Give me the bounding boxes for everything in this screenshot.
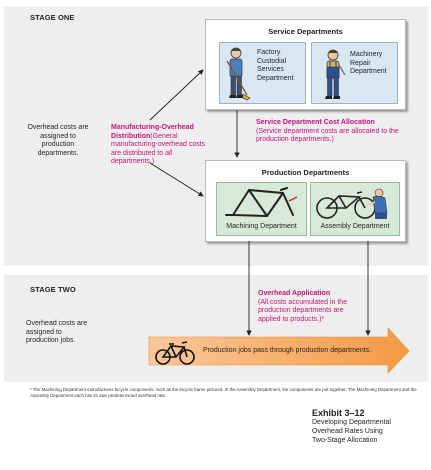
exhibit-caption: Exhibit 3–12 Developing Departmental Ove… [312, 409, 391, 445]
mfg-overhead-distribution: Manufacturing-Overhead Distribution(Gene… [111, 124, 207, 167]
assembly-department: Assembly Department [310, 182, 400, 236]
machining-department-label: Machining Department [226, 223, 297, 230]
overhead-application: Overhead Application (All costs accumula… [258, 290, 366, 324]
assembly-department-label: Assembly Department [320, 223, 390, 230]
stage-two-description: Overhead costs are assigned to productio… [26, 320, 88, 344]
bicycle-frame-icon [225, 187, 298, 217]
overhead-application-heading: Overhead Application [258, 290, 331, 297]
bicycle-icon [155, 341, 195, 365]
exhibit-caption-line-1: Developing Departmental [312, 419, 391, 426]
stage-two-label: STAGE TWO [30, 285, 76, 294]
production-departments-box: Production Departments Machining Departm… [205, 160, 406, 242]
custodian-icon [226, 47, 251, 101]
production-jobs-arrow-label: Production jobs pass through production … [203, 347, 372, 354]
mfg-overhead-body-pre: (General manufacturing-overhead costs ar… [111, 132, 206, 157]
repair-department-label: Machinery Repair Department [350, 51, 387, 75]
exhibit-caption-line-3: Two-Stage Allocation [312, 437, 378, 444]
production-departments-title: Production Departments [261, 168, 350, 177]
service-departments-box: Service Departments Factory Custodial Se… [205, 19, 406, 110]
stage-one-description: Overhead costs are assigned to productio… [27, 124, 89, 157]
production-jobs-arrow [148, 327, 410, 374]
exhibit-caption-line-2: Overhead Rates Using [312, 428, 383, 435]
repair-department: Machinery Repair Department [311, 42, 398, 104]
bicycle-assembly-icon [316, 188, 388, 219]
service-cost-allocation: Service Department Cost Allocation (Serv… [256, 119, 406, 145]
service-alloc-heading: Service Department Cost Allocation [256, 119, 375, 126]
service-departments-title: Service Departments [268, 27, 343, 36]
arrow-to-production [149, 162, 204, 197]
arrow-to-service [149, 69, 204, 121]
stage-one-label: STAGE ONE [30, 13, 75, 22]
footnote: * The Machining Department manufactures … [30, 387, 417, 398]
custodial-department-label: Factory Custodial Services Department [257, 49, 294, 82]
service-alloc-body: (Service department costs are allocated … [256, 127, 399, 144]
custodial-department: Factory Custodial Services Department [219, 42, 306, 104]
mfg-overhead-body-em: all [165, 149, 173, 157]
exhibit-number: Exhibit 3–12 [312, 408, 365, 418]
machining-department: Machining Department [216, 182, 307, 236]
mfg-overhead-heading: Manufacturing-Overhead Distribution [111, 124, 194, 140]
overhead-application-body: (All costs accumulated in the production… [258, 298, 348, 323]
mfg-overhead-body-post: departments.) [111, 158, 155, 165]
mechanic-icon [325, 49, 346, 99]
overhead-application-footnote-mark: * [321, 315, 325, 323]
